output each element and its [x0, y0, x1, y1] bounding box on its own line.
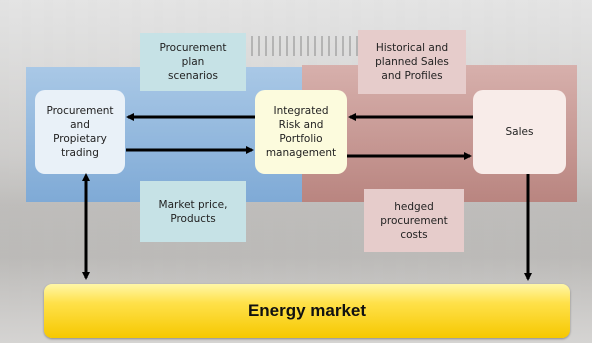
market-price-box: Market price, Products	[140, 181, 246, 242]
market-price-label: Market price, Products	[158, 198, 228, 225]
sales-label: Sales	[505, 126, 534, 138]
integrated-risk-label: Integrated Risk and Portfolio management	[265, 105, 337, 159]
procurement-trading-box: Procurement and Propietary trading	[35, 90, 125, 174]
procurement-plan-scenarios-label: Procurement plan scenarios	[159, 42, 227, 82]
historical-sales-label: Historical and planned Sales and Profile…	[375, 42, 449, 82]
procurement-plan-scenarios-box: Procurement plan scenarios	[140, 33, 246, 91]
historical-sales-box: Historical and planned Sales and Profile…	[358, 30, 466, 94]
sales-box: Sales	[473, 90, 566, 174]
hedged-costs-label: hedged procurement costs	[380, 200, 448, 241]
procurement-trading-label: Procurement and Propietary trading	[46, 105, 114, 159]
ticker-board	[230, 36, 380, 56]
energy-market-bar: Energy market	[44, 284, 570, 338]
energy-market-label: Energy market	[247, 301, 367, 320]
hedged-costs-box: hedged procurement costs	[364, 189, 464, 252]
integrated-risk-box: Integrated Risk and Portfolio management	[255, 90, 347, 174]
